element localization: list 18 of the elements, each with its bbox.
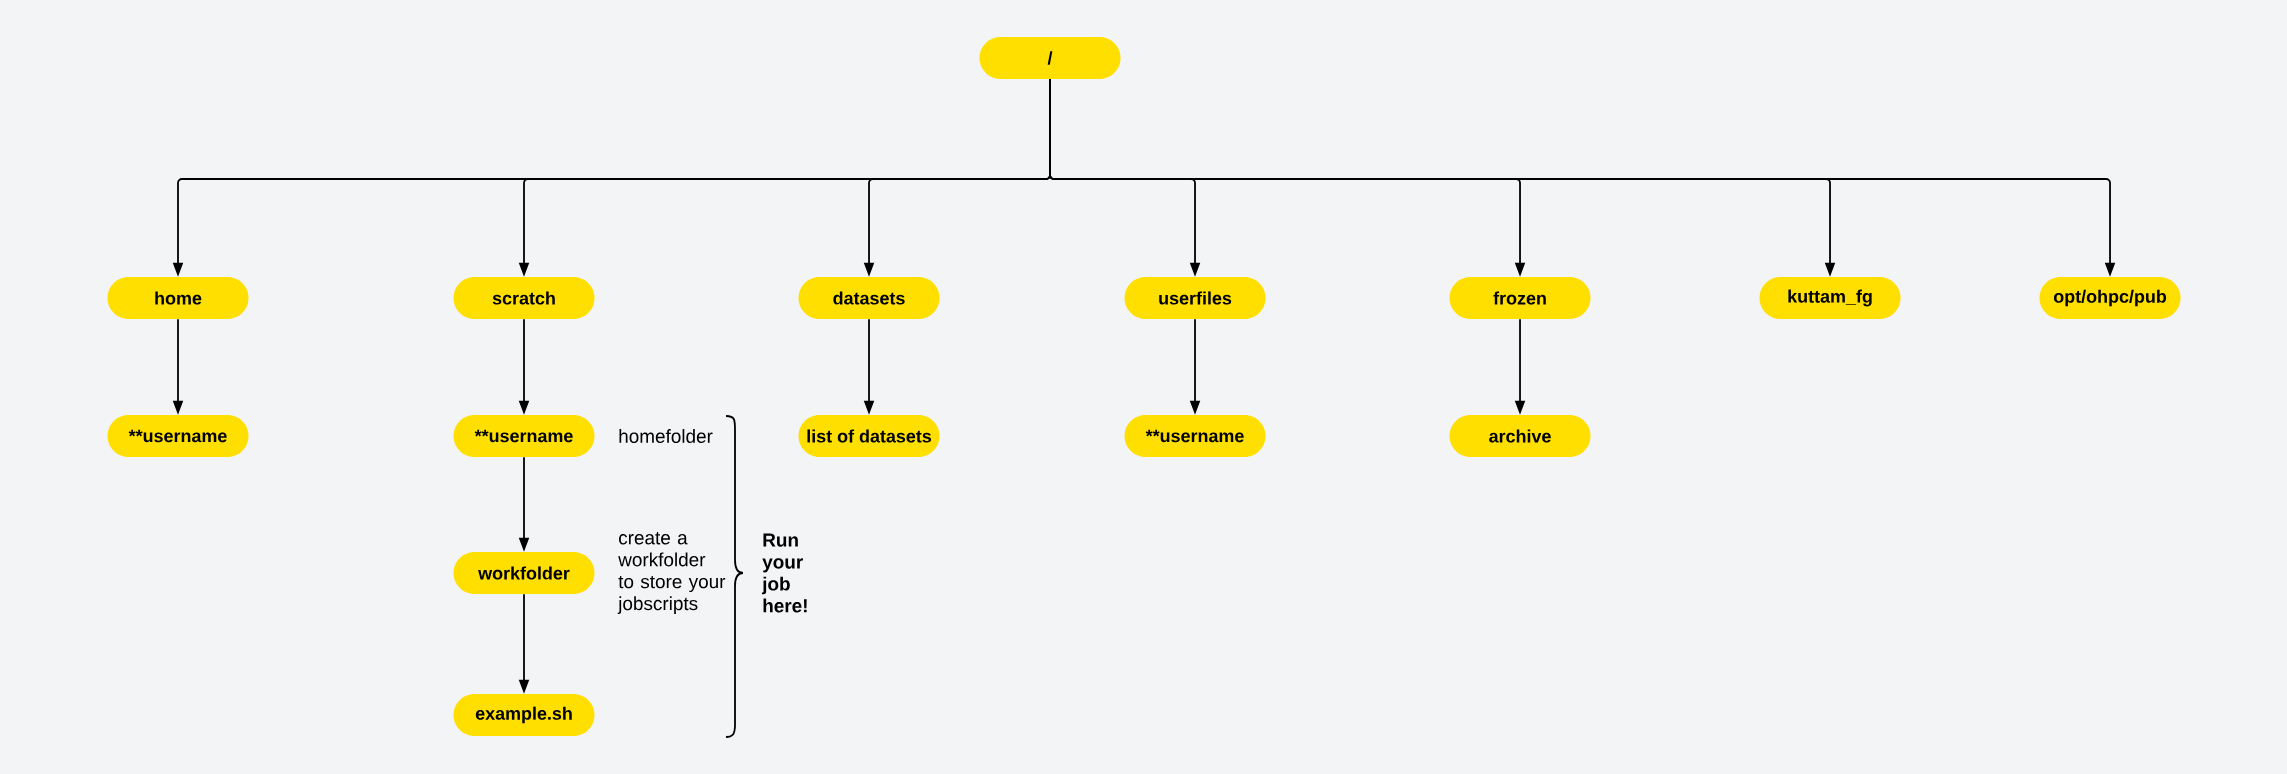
- folder-box: home: [107, 277, 249, 319]
- folder-box: **username: [453, 415, 595, 457]
- folder-box: kuttam_fg: [1759, 277, 1901, 319]
- folder-box: **username: [1124, 415, 1266, 457]
- annotation-text: create a workfolder to store your jobscripts: [617, 532, 726, 614]
- folder-box: example.sh: [453, 694, 595, 736]
- folder-box: scratch: [453, 277, 595, 319]
- folder-box: **username: [107, 415, 249, 457]
- folder-box: userfiles: [1124, 277, 1266, 319]
- folder-box: opt/ohpc/pub: [2039, 277, 2181, 319]
- annotation-text: homefolder: [619, 429, 713, 443]
- folder-box: /: [979, 37, 1121, 79]
- note-text: Run your job here!: [761, 533, 807, 613]
- folder-box: workfolder: [453, 552, 595, 594]
- folder-box: list of datasets: [798, 415, 940, 457]
- folder-box: frozen: [1449, 277, 1591, 319]
- folder-box: datasets: [798, 277, 940, 319]
- folder-box: archive: [1449, 415, 1591, 457]
